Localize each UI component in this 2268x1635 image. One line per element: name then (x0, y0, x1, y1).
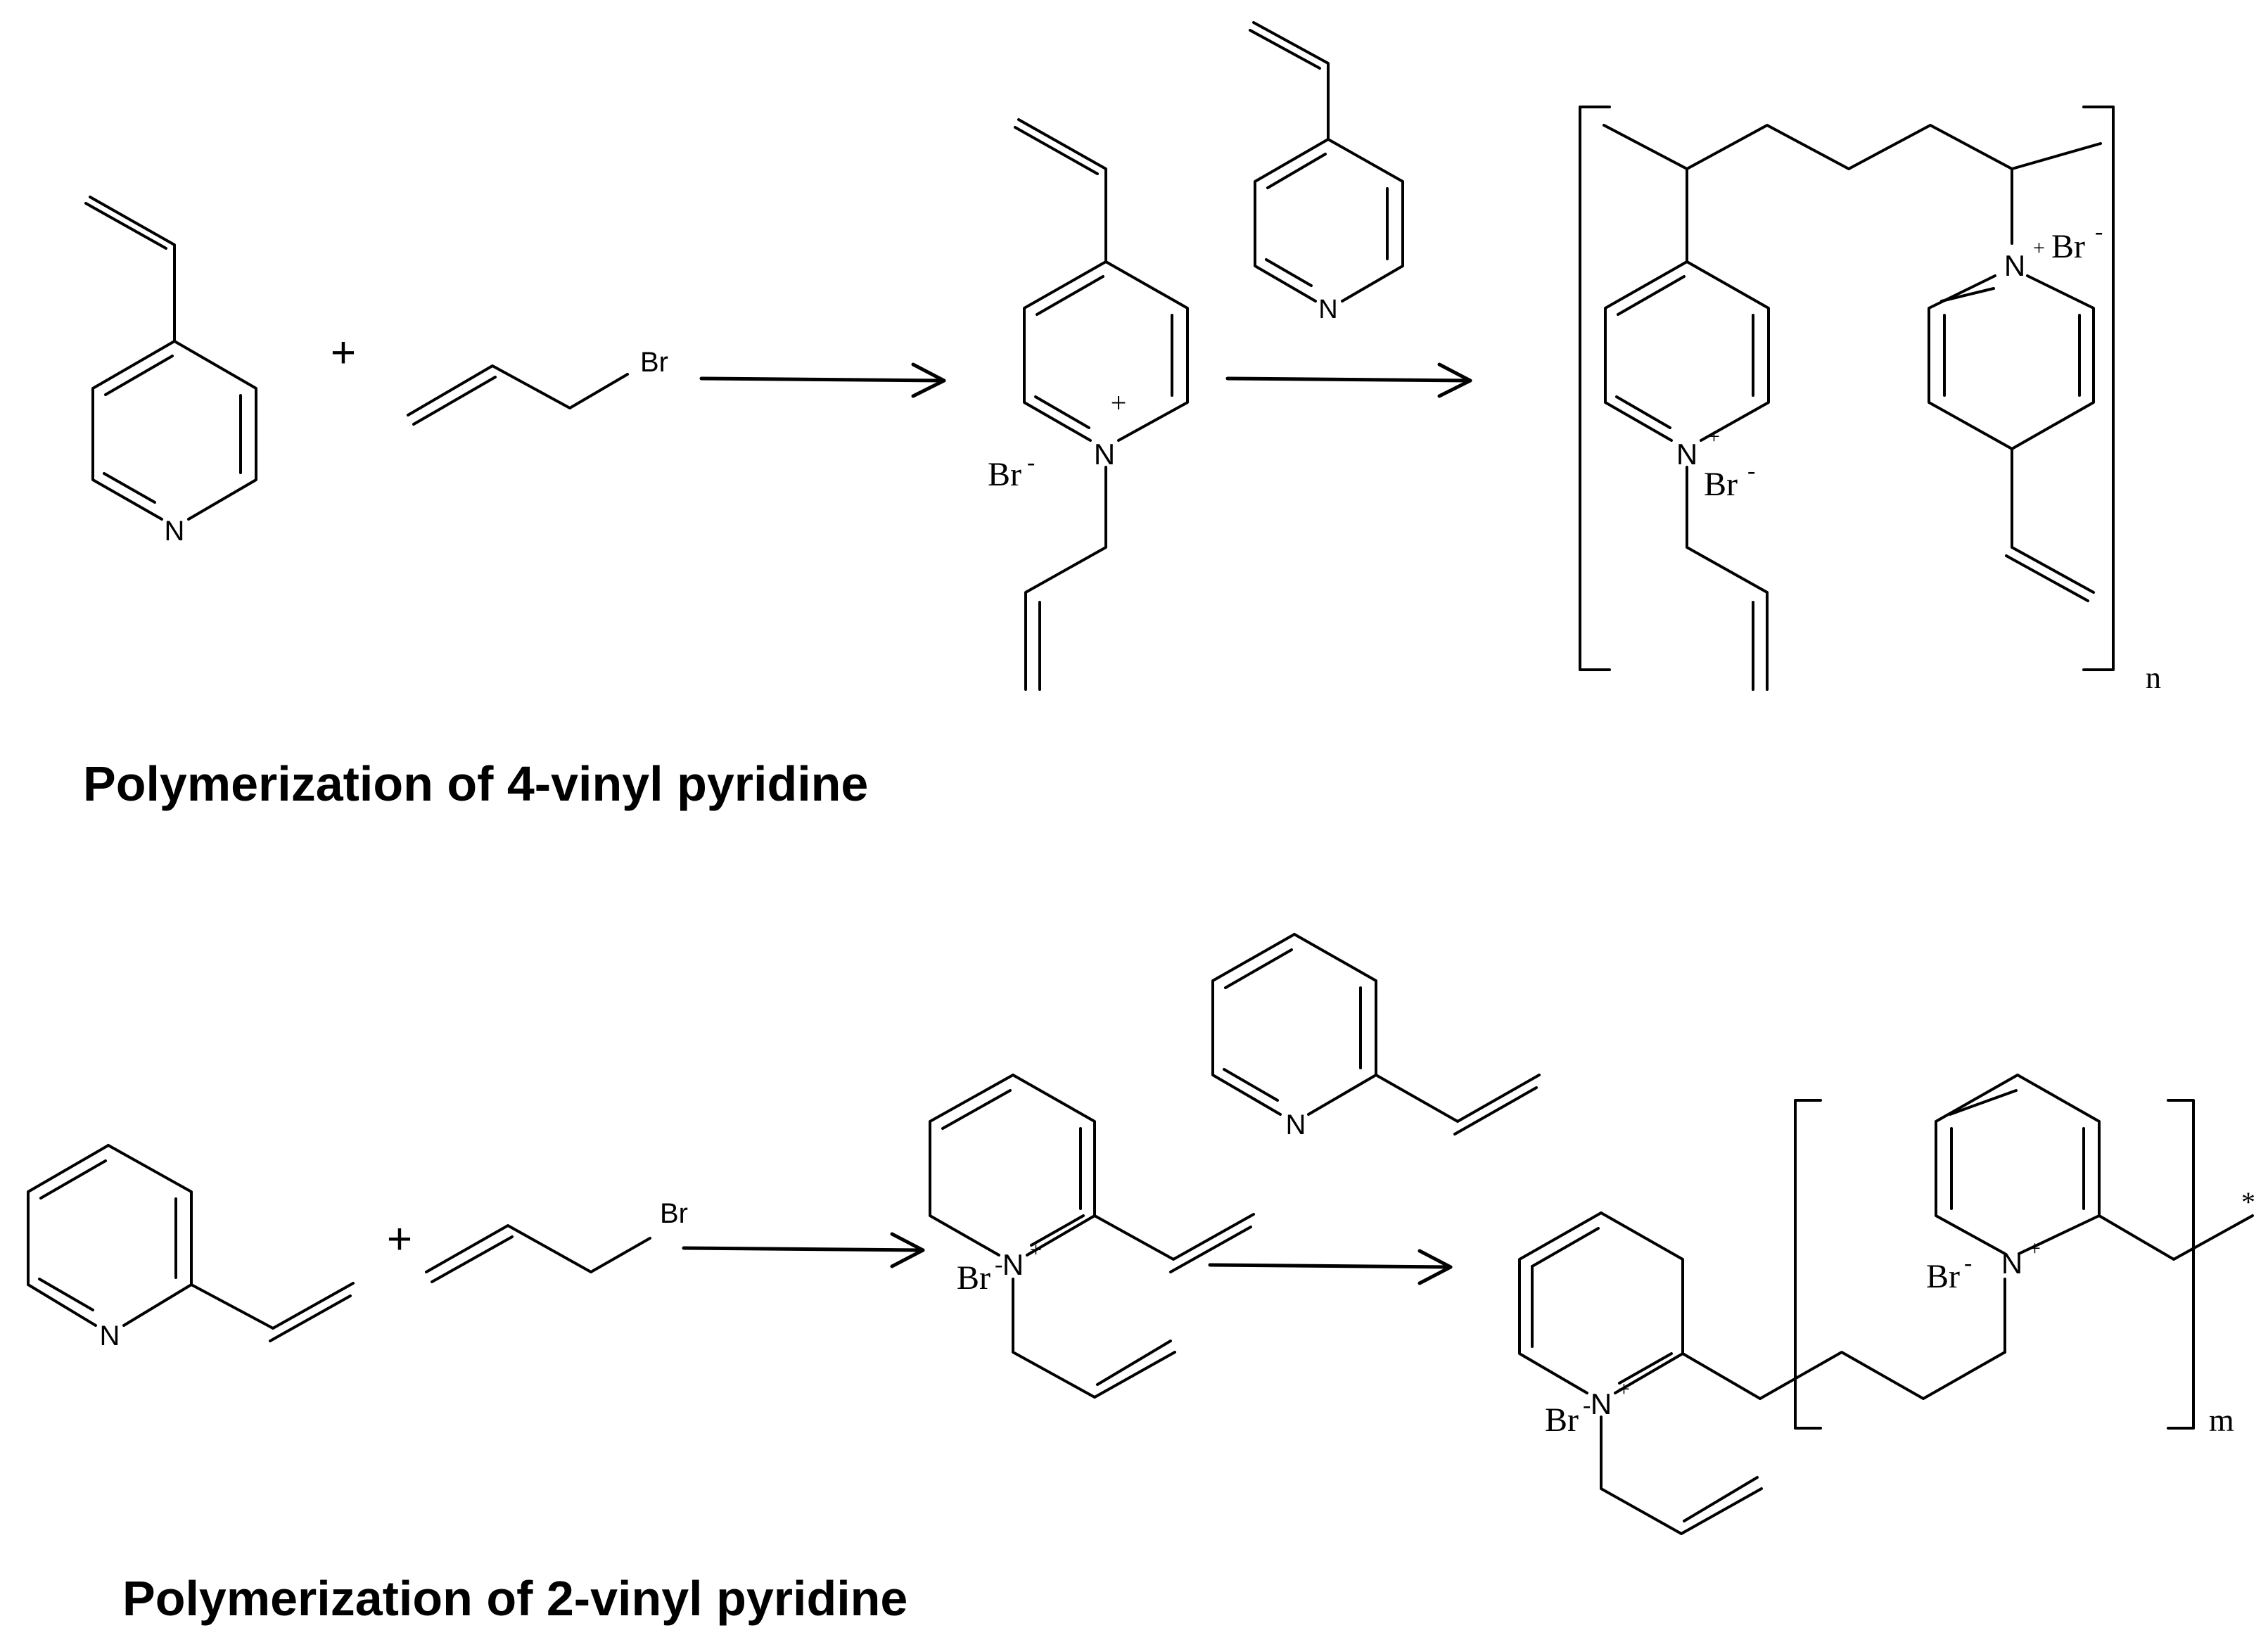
positive-charge: + (1618, 1378, 1630, 1401)
atom-br: Br (660, 1198, 688, 1229)
scheme-title-2-vinylpyridine: Polymerization of 2-vinyl pyridine (122, 1571, 907, 1626)
atom-n: N (100, 1321, 120, 1351)
reactant-2-vinylpyridine: N (27, 1144, 355, 1351)
atom-br: Br (640, 347, 668, 378)
atom-n-plus: N (1676, 438, 1697, 471)
atom-n-plus: N (2004, 249, 2025, 282)
positive-charge: + (1111, 387, 1127, 419)
positive-charge: + (1030, 1238, 1042, 1261)
polymer-4-vinylpyridinium: N + Br - N + Br - n (1579, 106, 2161, 695)
reaction-arrow (699, 362, 946, 398)
intermediate-allyl-2-vinylpyridinium: N + Br - (929, 1074, 1255, 1399)
repeat-subscript-n: n (2146, 661, 2161, 695)
bracket-left (1579, 106, 1611, 671)
reactant-allyl-bromide: Br (425, 1198, 688, 1283)
repeat-subscript-m: m (2209, 1402, 2234, 1438)
bromide-anion: Br (2051, 228, 2085, 265)
negative-charge: - (1027, 450, 1035, 476)
plus-sign: + (331, 329, 356, 377)
bracket-right (2167, 1099, 2195, 1430)
positive-charge: + (1708, 425, 1720, 448)
negative-charge: - (2095, 219, 2103, 245)
reaction-arrow (682, 1232, 925, 1268)
positive-charge: + (2033, 236, 2045, 260)
atom-n-plus: N (1002, 1248, 1024, 1281)
bromide-anion: Br (1545, 1401, 1579, 1439)
reaction-arrow (1208, 1249, 1453, 1285)
atom-n-plus: N (1591, 1387, 1612, 1420)
negative-charge: - (1583, 1392, 1591, 1418)
negative-charge: - (995, 1252, 1002, 1278)
reaction-arrow (1225, 362, 1472, 398)
atom-n: N (1094, 438, 1115, 471)
monomer-4-vinylpyridine: N (1249, 21, 1404, 324)
reactant-4-vinylpyridine: N (84, 196, 257, 547)
atom-n: N (1286, 1109, 1306, 1140)
bromide-anion: Br (988, 456, 1021, 493)
polymer-2-vinylpyridinium: N + Br - N + Br - * m (1518, 1074, 2255, 1535)
atom-n: N (1318, 295, 1337, 324)
atom-n: N (165, 516, 185, 547)
bromide-anion: Br (1926, 1258, 1960, 1295)
negative-charge: - (1964, 1250, 1972, 1276)
bracket-right (2082, 106, 2115, 671)
end-group-star: * (2241, 1186, 2255, 1218)
bromide-anion: Br (957, 1259, 990, 1297)
positive-charge: + (2029, 1237, 2041, 1260)
intermediate-allyl-4-vinylpyridinium: N + Br - (988, 118, 1189, 691)
negative-charge: - (1747, 458, 1755, 484)
bracket-left (1794, 1099, 1822, 1430)
atom-n-plus: N (2001, 1247, 2022, 1280)
reactant-allyl-bromide: Br (407, 347, 668, 426)
bromide-anion: Br (1704, 466, 1738, 503)
plus-sign: + (387, 1215, 412, 1264)
scheme-title-4-vinylpyridine: Polymerization of 4-vinyl pyridine (83, 756, 868, 811)
monomer-2-vinylpyridine: N (1211, 933, 1541, 1140)
